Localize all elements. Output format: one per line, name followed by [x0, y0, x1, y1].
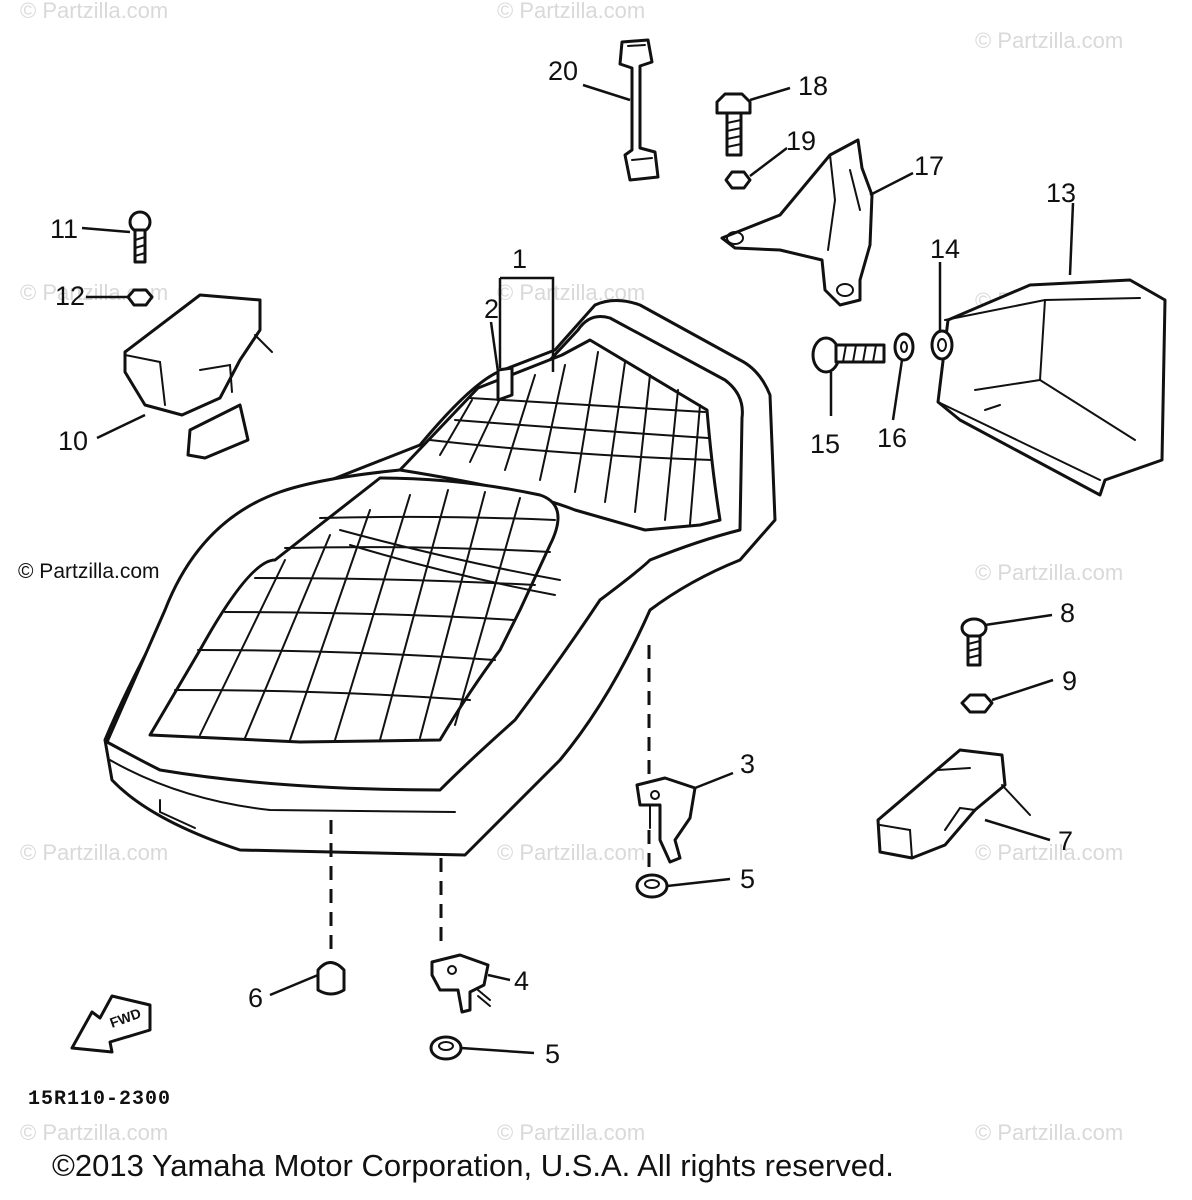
part-nut-12[interactable] — [126, 288, 154, 307]
callout-5b: 5 — [545, 1039, 560, 1069]
callout-11: 11 — [50, 214, 78, 244]
callout-2: 2 — [484, 294, 499, 324]
callout-5a: 5 — [740, 864, 755, 894]
watermark: © Partzilla.com — [20, 0, 168, 23]
callout-8: 8 — [1060, 598, 1075, 628]
part-lock-7[interactable] — [876, 748, 1031, 860]
diagram-code: 15R110-2300 — [28, 1088, 172, 1111]
part-washer-16[interactable] — [893, 332, 915, 362]
part-nut-14[interactable] — [930, 329, 954, 361]
part-bolt-15[interactable] — [811, 336, 886, 374]
watermark: © Partzilla.com — [497, 840, 645, 865]
callout-7: 7 — [1058, 826, 1073, 856]
watermark: © Partzilla.com — [20, 840, 168, 865]
part-bracket-4[interactable] — [430, 953, 491, 1014]
callout-16: 16 — [877, 423, 907, 453]
watermark: © Partzilla.com — [975, 840, 1123, 865]
callout-9: 9 — [1062, 666, 1077, 696]
part-lock-10[interactable] — [123, 293, 273, 460]
part-nut-9[interactable] — [960, 693, 994, 714]
callout-3: 3 — [740, 749, 755, 779]
callout-4: 4 — [514, 966, 529, 996]
part-strap-20[interactable] — [618, 38, 660, 182]
part-grommet-5a[interactable] — [635, 873, 669, 899]
part-damper-6[interactable] — [316, 961, 346, 996]
assembly-lines — [329, 645, 651, 955]
fwd-arrow-icon: FWD — [70, 994, 152, 1054]
part-grommet-5b[interactable] — [429, 1035, 463, 1061]
callout-1: 1 — [512, 244, 527, 274]
part-seat[interactable] — [103, 299, 777, 857]
part-nut-19[interactable] — [724, 170, 752, 190]
part-tray-13[interactable] — [936, 278, 1167, 497]
watermark: © Partzilla.com — [975, 560, 1123, 585]
watermark: © Partzilla.com — [975, 28, 1123, 53]
callout-6: 6 — [248, 983, 263, 1013]
side-watermark: © Partzilla.com — [18, 560, 160, 583]
callout-14: 14 — [930, 234, 960, 264]
callout-20: 20 — [548, 56, 578, 86]
watermark: © Partzilla.com — [20, 1120, 168, 1145]
part-bracket-3[interactable] — [635, 776, 697, 864]
callout-19: 19 — [786, 126, 816, 156]
watermark: © Partzilla.com — [497, 1120, 645, 1145]
callouts: 1 2 3 4 5 5 6 7 8 9 10 11 12 13 14 15 16… — [50, 56, 1077, 1069]
callout-12: 12 — [55, 281, 85, 311]
part-bolt-11[interactable] — [128, 210, 152, 264]
part-bolt-8[interactable] — [960, 617, 988, 667]
leader-lines — [81, 83, 1075, 1055]
copyright-notice: ©2013 Yamaha Motor Corporation, U.S.A. A… — [52, 1148, 894, 1183]
callout-15: 15 — [810, 429, 840, 459]
callout-18: 18 — [798, 71, 828, 101]
callout-17: 17 — [914, 151, 944, 181]
watermark: © Partzilla.com — [497, 0, 645, 23]
callout-13: 13 — [1046, 178, 1076, 208]
part-stay-17[interactable] — [720, 138, 874, 307]
part-seat-tab[interactable] — [496, 366, 514, 402]
part-bolt-18[interactable] — [715, 92, 752, 157]
watermark: © Partzilla.com — [975, 1120, 1123, 1145]
callout-10: 10 — [58, 426, 88, 456]
